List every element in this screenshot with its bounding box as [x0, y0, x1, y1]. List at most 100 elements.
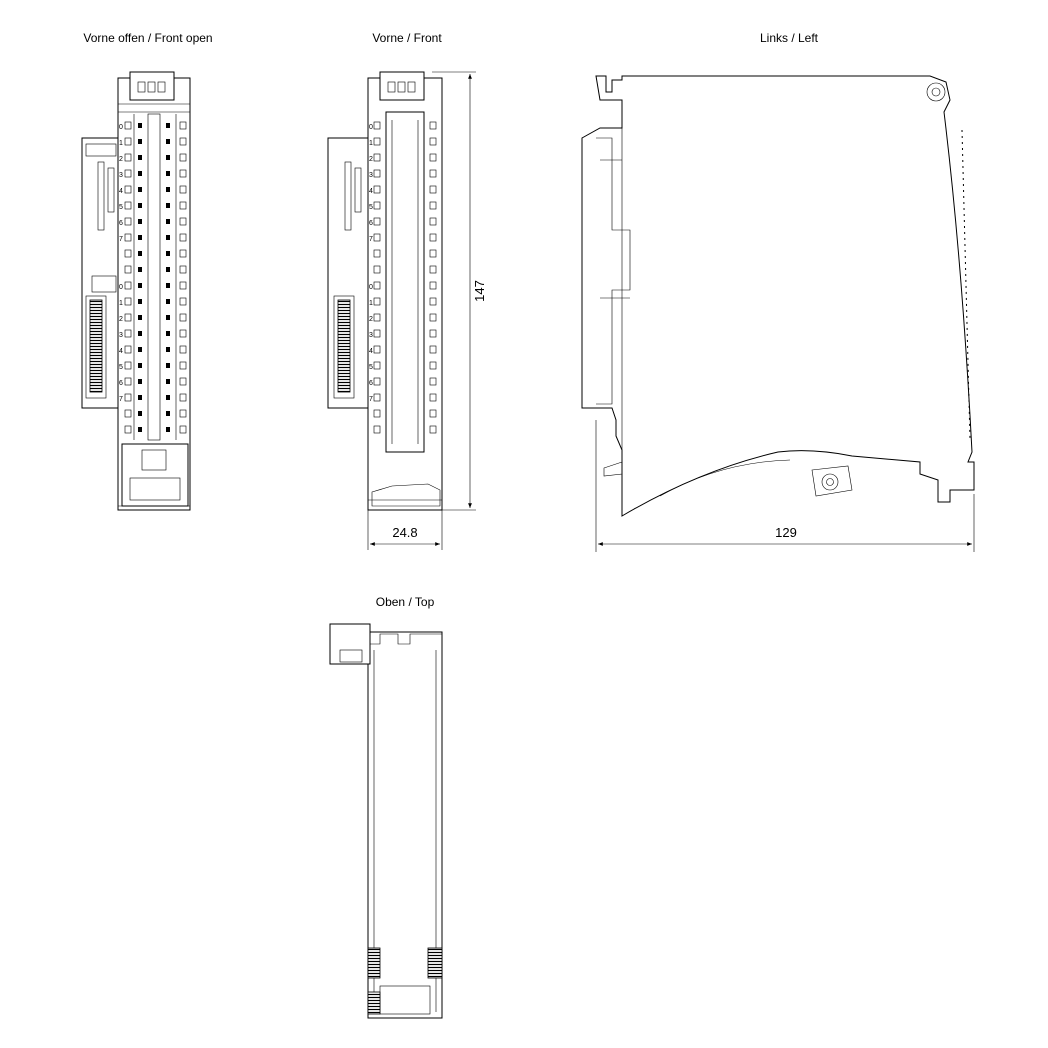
channel-number: 1	[369, 140, 373, 147]
terminal-right-8	[179, 249, 187, 258]
front-cover	[385, 111, 425, 453]
base-connector-frame	[85, 295, 107, 399]
channel-number: 2	[369, 156, 373, 163]
led-3	[157, 81, 166, 93]
terminal-left-12	[124, 313, 132, 322]
terminal-screw-left-12	[138, 315, 142, 320]
terminal-screw-right-7	[166, 235, 170, 240]
terminal-left-13	[124, 329, 132, 338]
channel-number: 2	[369, 316, 373, 323]
terminal-screw-right-12	[166, 315, 170, 320]
terminal-right-18	[429, 409, 437, 418]
terminal-left-17	[373, 393, 381, 402]
channel-number: 5	[119, 364, 123, 371]
terminal-left-5	[373, 201, 381, 210]
base-unit-slot-1	[97, 161, 105, 231]
side-profile-outline	[581, 75, 975, 517]
terminal-left-19	[124, 425, 132, 434]
terminal-left-3	[124, 169, 132, 178]
terminal-screw-left-3	[138, 171, 142, 176]
terminal-screw-left-19	[138, 427, 142, 432]
terminal-screw-right-6	[166, 219, 170, 224]
terminal-screw-left-8	[138, 251, 142, 256]
right-edge-dashes	[961, 129, 971, 441]
channel-number: 1	[119, 300, 123, 307]
terminal-screw-right-2	[166, 155, 170, 160]
terminal-left-6	[124, 217, 132, 226]
terminal-screw-left-4	[138, 187, 142, 192]
terminal-screw-left-0	[138, 123, 142, 128]
terminal-right-4	[429, 185, 437, 194]
channel-number: 2	[119, 156, 123, 163]
base-unit-slot-2	[354, 167, 362, 213]
terminal-left-18	[124, 409, 132, 418]
channel-number: 0	[119, 284, 123, 291]
terminal-right-13	[179, 329, 187, 338]
terminal-left-11	[373, 297, 381, 306]
terminal-screw-right-15	[166, 363, 170, 368]
terminal-screw-left-1	[138, 139, 142, 144]
terminal-right-1	[179, 137, 187, 146]
terminal-right-0	[179, 121, 187, 130]
top-cap-profile	[369, 632, 442, 645]
channel-number: 1	[369, 300, 373, 307]
channel-number: 7	[119, 396, 123, 403]
top-bottom-connector-right	[427, 947, 443, 979]
terminal-left-10	[124, 281, 132, 290]
terminal-right-1	[429, 137, 437, 146]
top-base-tab-inner	[339, 649, 363, 663]
channel-number: 7	[369, 236, 373, 243]
terminal-right-19	[429, 425, 437, 434]
terminal-left-16	[124, 377, 132, 386]
terminal-right-19	[179, 425, 187, 434]
led-2	[147, 81, 156, 93]
terminal-right-15	[429, 361, 437, 370]
channel-number: 6	[119, 220, 123, 227]
top-hinge-outer	[926, 82, 946, 102]
terminal-right-5	[429, 201, 437, 210]
terminal-right-11	[179, 297, 187, 306]
terminal-screw-right-16	[166, 379, 170, 384]
terminal-left-1	[124, 137, 132, 146]
terminal-screw-left-18	[138, 411, 142, 416]
din-rail-clip	[596, 137, 631, 405]
terminal-left-8	[373, 249, 381, 258]
terminal-left-17	[124, 393, 132, 402]
terminal-left-16	[373, 377, 381, 386]
top-view-title: Oben / Top	[376, 595, 435, 609]
base-connector-strip	[337, 299, 351, 393]
channel-number: 4	[119, 188, 123, 195]
front-open-view-title: Vorne offen / Front open	[83, 31, 212, 45]
channel-number: 5	[369, 204, 373, 211]
terminal-left-7	[124, 233, 132, 242]
bottom-latch-arm	[811, 465, 853, 497]
terminal-right-3	[179, 169, 187, 178]
terminal-left-3	[373, 169, 381, 178]
channel-number: 1	[119, 140, 123, 147]
terminal-right-14	[179, 345, 187, 354]
terminal-left-5	[124, 201, 132, 210]
terminal-screw-right-14	[166, 347, 170, 352]
terminal-right-4	[179, 185, 187, 194]
top-bottom-connector-left	[367, 947, 381, 979]
terminal-right-13	[429, 329, 437, 338]
terminal-right-2	[179, 153, 187, 162]
left-view-title: Links / Left	[760, 31, 819, 45]
terminal-left-2	[373, 153, 381, 162]
base-unit-upper-tab	[85, 143, 117, 157]
channel-number: 7	[369, 396, 373, 403]
terminal-right-12	[429, 313, 437, 322]
bottom-latch	[371, 483, 441, 507]
channel-number: 6	[369, 220, 373, 227]
channel-number: 4	[369, 188, 373, 195]
channel-number: 3	[369, 332, 373, 339]
terminal-left-11	[124, 297, 132, 306]
terminal-right-10	[429, 281, 437, 290]
terminal-right-6	[179, 217, 187, 226]
terminal-screw-left-17	[138, 395, 142, 400]
terminal-right-6	[429, 217, 437, 226]
